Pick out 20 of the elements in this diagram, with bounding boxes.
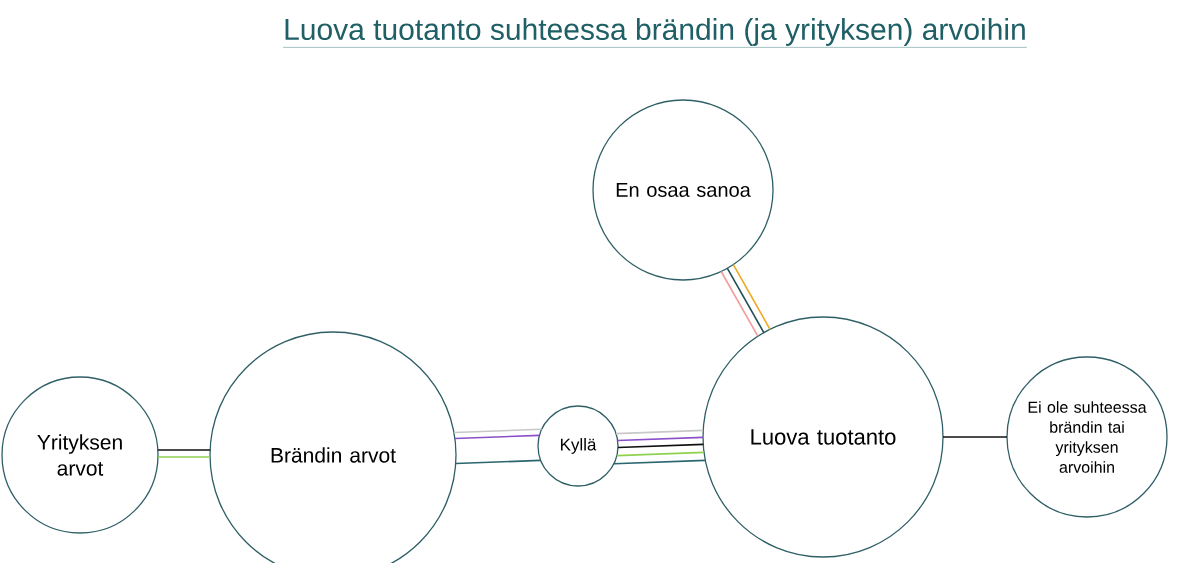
connector-line <box>617 443 705 449</box>
connector-line <box>616 436 704 442</box>
connector-line <box>732 263 771 331</box>
circle-node: Kyllä <box>537 405 619 487</box>
connector-line <box>613 459 707 465</box>
title: Luova tuotanto suhteessa brändin (ja yrityksen) arvoihin <box>282 18 1028 48</box>
circle-node: Luova tuotanto <box>702 316 944 558</box>
connector-line <box>616 451 705 457</box>
connector-line <box>157 456 211 458</box>
connector-line <box>454 459 542 465</box>
circle-node: Yrityksen arvot <box>1 376 159 534</box>
connector-line <box>454 434 541 440</box>
connector-line <box>726 267 765 334</box>
connector-line <box>615 429 704 435</box>
connector-line <box>157 449 211 451</box>
connector-line <box>453 428 543 434</box>
connector-line <box>720 270 759 338</box>
circle-node: Ei ole suhteessa brändin tai yrityksen arvoihin <box>1006 356 1168 518</box>
circle-node: En osaa sanoa <box>592 99 774 281</box>
connector-line <box>942 436 1008 438</box>
